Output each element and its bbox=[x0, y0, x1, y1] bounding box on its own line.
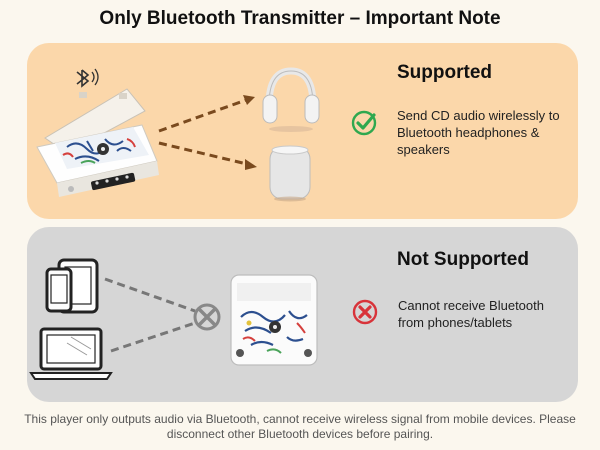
not-supported-heading: Not Supported bbox=[397, 249, 529, 270]
laptop-icon bbox=[29, 327, 113, 380]
supported-panel: Supported Send CD audio wirelessly to Bl… bbox=[27, 43, 578, 219]
cd-player-icon bbox=[36, 88, 159, 197]
check-circle-icon bbox=[351, 110, 377, 136]
supported-description: Send CD audio wirelessly to Bluetooth he… bbox=[397, 108, 560, 157]
page-title: Only Bluetooth Transmitter – Important N… bbox=[99, 8, 501, 29]
blocked-x-icon bbox=[193, 303, 221, 331]
x-circle-icon bbox=[352, 299, 378, 325]
headphones-icon bbox=[262, 67, 320, 132]
cd-player-icon bbox=[230, 274, 318, 366]
connection-arrow bbox=[158, 97, 252, 167]
speaker-icon bbox=[269, 145, 311, 202]
not-supported-illustration bbox=[29, 258, 318, 380]
supported-heading: Supported bbox=[397, 62, 492, 83]
arrow-head bbox=[243, 95, 255, 105]
arrow-head bbox=[245, 159, 257, 170]
footer-note: This player only outputs audio via Bluet… bbox=[24, 412, 576, 441]
not-supported-description: Cannot receive Bluetooth from phones/tab… bbox=[398, 298, 544, 330]
phone-icon bbox=[45, 267, 73, 313]
not-supported-panel: Not Supported Cannot receive Bluetooth f… bbox=[27, 227, 578, 402]
supported-illustration bbox=[36, 67, 320, 202]
blocked-connection bbox=[104, 277, 196, 353]
bluetooth-icon bbox=[76, 68, 99, 88]
